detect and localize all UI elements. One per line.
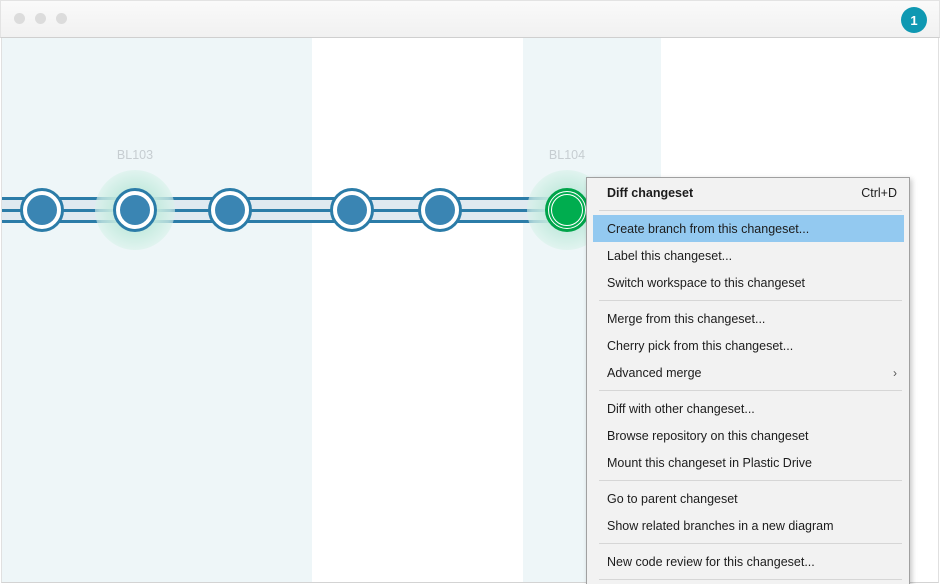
menu-item-label: Cherry pick from this changeset... <box>607 338 794 353</box>
menu-item-label: Browse repository on this changeset <box>607 428 809 443</box>
changeset-node[interactable] <box>418 188 462 232</box>
branch-column-bl103 <box>2 38 312 582</box>
title-bar: 1 <box>0 0 940 38</box>
connector-shaft <box>446 208 563 212</box>
menu-item-label: Label this changeset... <box>607 248 733 263</box>
changeset-node-core <box>27 195 57 225</box>
close-dot-icon[interactable] <box>14 13 25 24</box>
menu-item-label: Create branch from this changeset... <box>607 221 810 236</box>
changeset-node-core <box>425 195 455 225</box>
connector-shaft <box>236 208 348 212</box>
changeset-context-menu[interactable]: Diff changeset Ctrl+D Create branch from t… <box>586 177 910 584</box>
notification-badge[interactable]: 1 <box>901 7 927 33</box>
menu-item-label: Show related branches in a new diagram <box>607 518 834 533</box>
menu-item[interactable]: Label this changeset... <box>587 242 909 269</box>
menu-separator <box>599 210 902 211</box>
menu-item[interactable]: Show related branches in a new diagram <box>587 512 909 539</box>
branch-name-label: BL104 <box>548 148 586 162</box>
changeset-node[interactable] <box>208 188 252 232</box>
changeset-node-core <box>552 195 582 225</box>
chevron-right-icon: › <box>893 365 897 380</box>
changeset-node-core <box>215 195 245 225</box>
menu-item-label: Merge from this changeset... <box>607 311 766 326</box>
menu-item[interactable]: Diff changeset Ctrl+D <box>587 179 909 206</box>
menu-item-label: Advanced merge <box>607 365 702 380</box>
menu-item-label: Mount this changeset in Plastic Drive <box>607 455 812 470</box>
menu-item-label: Diff changeset <box>607 185 694 200</box>
changeset-node-core <box>337 195 367 225</box>
branch-name-label: BL103 <box>116 148 154 162</box>
maximize-dot-icon[interactable] <box>56 13 67 24</box>
changeset-node-core <box>120 195 150 225</box>
menu-separator <box>599 543 902 544</box>
menu-item-shortcut: Ctrl+D <box>861 185 897 200</box>
changeset-node-inner-ring <box>549 192 585 228</box>
menu-item[interactable]: New code review for this changeset... <box>587 548 909 575</box>
connector-shaft <box>141 208 226 212</box>
menu-item-label: Diff with other changeset... <box>607 401 755 416</box>
menu-item[interactable]: Advanced merge › <box>587 359 909 386</box>
menu-item-label: Go to parent changeset <box>607 491 738 506</box>
menu-item[interactable]: Diff with other changeset... <box>587 395 909 422</box>
menu-item[interactable]: Switch workspace to this changeset <box>587 269 909 296</box>
minimize-dot-icon[interactable] <box>35 13 46 24</box>
changeset-node[interactable] <box>330 188 374 232</box>
changeset-node-selected[interactable] <box>545 188 589 232</box>
window-controls <box>14 13 67 24</box>
menu-item[interactable]: Cherry pick from this changeset... <box>587 332 909 359</box>
menu-item[interactable]: Mount this changeset in Plastic Drive <box>587 449 909 476</box>
changeset-node[interactable] <box>20 188 64 232</box>
menu-item-label: New code review for this changeset... <box>607 554 815 569</box>
changeset-node[interactable] <box>113 188 157 232</box>
menu-separator <box>599 579 902 580</box>
menu-separator <box>599 480 902 481</box>
connector-shaft <box>358 208 436 212</box>
menu-item[interactable]: Browse repository on this changeset <box>587 422 909 449</box>
menu-item[interactable]: Merge from this changeset... <box>587 305 909 332</box>
connector-shaft <box>48 208 131 212</box>
changeset-graph: BL103 BL104 <box>2 38 938 582</box>
context-menu-gutter <box>588 179 593 584</box>
menu-item[interactable]: Go to parent changeset <box>587 485 909 512</box>
menu-item-label: Switch workspace to this changeset <box>607 275 806 290</box>
menu-separator <box>599 300 902 301</box>
menu-item[interactable]: Create branch from this changeset... <box>593 215 904 242</box>
menu-separator <box>599 390 902 391</box>
